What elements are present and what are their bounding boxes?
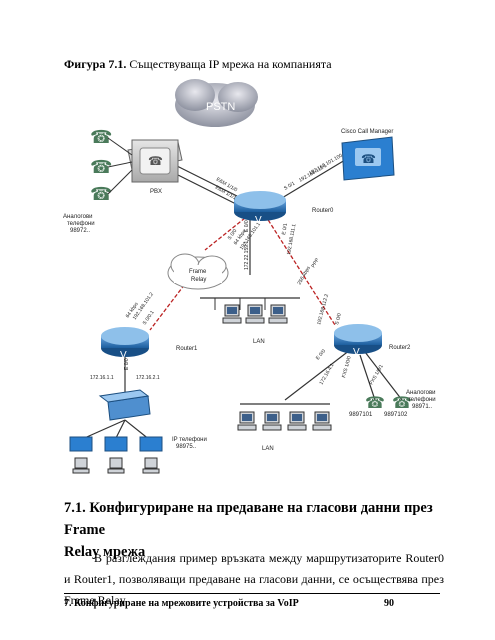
cisco-call-manager: ☎ [341,136,395,181]
ppp-label: PPP [311,257,322,269]
network-diagram: LAN LAN PSTN Frame Relay ☎ PBX ☎ ☎ ☎ [63,79,436,474]
pbx-phone-icon: ☎ [148,154,163,168]
body-paragraph: В разглеждания пример връзката между мар… [64,548,444,611]
analog-phones-right: ☎ ☎ [365,395,412,412]
section-heading-line1: 7.1. Конфигуриране на предаване на гласо… [64,500,433,538]
router0-label: Router0 [312,208,334,214]
lan-top-label: LAN [253,339,265,345]
router1: V [101,327,149,361]
svg-text:V: V [353,347,360,358]
r1-s00: S 0/0.1 [142,310,156,327]
switch [98,389,151,421]
frame-relay-label-1: Frame [189,269,207,275]
svg-text:V: V [120,350,127,361]
figure-label: Фигура 7.1. [64,57,127,71]
analog-left-line2: телефони [67,221,95,227]
phone-icon: ☎ [90,184,112,204]
phone-icon: ☎ [90,127,112,147]
call-manager-icon: ☎ [361,152,376,166]
footer-divider [64,593,440,594]
r0-s02: E 0/1 [281,223,289,236]
link-router2-lan [284,349,351,401]
r1-ip-left: 172.16.1.1 [90,375,114,381]
frame-relay-cloud: Frame Relay [167,253,229,290]
r0-s0: S 0/0 [227,228,239,241]
figure-caption-text: Съществуваща IP мрежа на компанията [129,57,332,71]
r0-e00: E 0/0 [244,220,250,232]
phone-number-2: 9897102 [384,412,408,418]
router2-label: Router2 [389,345,411,351]
link-router2-phone2 [364,351,403,401]
phone-icon: ☎ [90,157,112,177]
section-heading-line2: Relay мрежа [64,544,146,560]
section-heading: 7.1. Конфигуриране на предаване на гласо… [64,497,444,563]
router0: V [234,191,286,226]
pbx: ☎ PBX [127,139,183,195]
r0-ppp-ip: 192.168.111.1 [286,223,297,255]
analog-phones-left: ☎ ☎ ☎ [90,127,133,204]
r0-s01: S 0/1 [283,181,296,192]
ip-phones-line1: IP телефони [172,437,207,443]
r1-e00: E 0/0 [124,358,130,370]
phone-number-1: 9897101 [349,412,373,418]
call-manager-label: Cisco Call Manager [341,129,393,135]
r1-ip-right: 172.16.2.1 [136,375,160,381]
analog-right-line3: 98971.. [412,404,432,410]
lan-bottom-label: LAN [262,446,274,452]
r2-s00: S 0/0 [334,312,343,325]
link-router0-router2-ppp [264,214,336,326]
lan-top-computers [214,298,288,324]
footer-chapter: 7. Конфигуриране на мрежовите устройства… [64,598,299,609]
svg-text:V: V [255,215,262,226]
paragraph-line1: В разглеждания пример връзката между мар… [64,551,444,586]
analog-left-line1: Аналогови [63,214,93,220]
r2-e00: E 0/0 [315,348,327,361]
r2-fxs1: FXS 1/0/0 [341,355,353,378]
paragraph-line2: Router1, позволяващи предаване на гласов… [64,572,445,607]
pstn-cloud: PSTN [175,79,258,127]
serial-links [149,214,336,331]
ip-phones-line2: 98975.. [176,444,196,450]
r0-lan-ip: 172.22.159.1 [244,241,250,270]
phone-icon: ☎ [365,395,385,412]
router1-label: Router1 [176,346,198,352]
pstn-label: PSTN [206,101,235,113]
analog-left-line3: 98972.. [70,228,90,234]
analog-right-line1: Аналогови [406,390,436,396]
link-router2-phone [359,354,376,401]
router2: V [334,324,382,358]
frame-relay-label-2: Relay [191,277,206,283]
phone-icon: ☎ [392,395,412,412]
pbx-label: PBX [150,189,162,195]
link-router0-framerelay [204,217,246,251]
lan-bottom-computers [237,411,332,431]
r2-ip2: 172.16.4.1 [319,362,336,386]
ip-phones [69,436,163,474]
link-framerelay-router1 [149,279,189,331]
figure-caption: Фигура 7.1. Съществуваща IP мрежа на ком… [64,57,332,72]
analog-right-line2: телефони [408,397,436,403]
page-number: 90 [384,598,394,609]
